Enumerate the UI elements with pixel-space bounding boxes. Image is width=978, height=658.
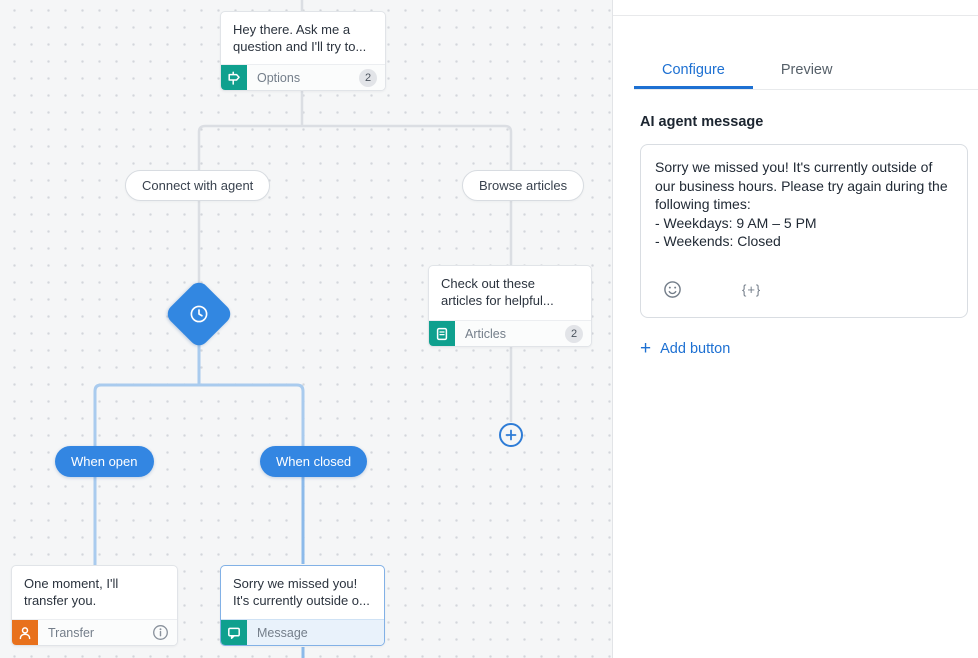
panel-divider bbox=[612, 0, 613, 658]
section-heading: AI agent message bbox=[640, 114, 764, 130]
add-node-button[interactable] bbox=[499, 423, 523, 447]
transfer-icon bbox=[12, 619, 38, 645]
branch-label: When open bbox=[71, 454, 138, 469]
count-badge: 2 bbox=[359, 68, 377, 87]
message-editor-toolbar: {+} bbox=[663, 280, 761, 299]
node-articles[interactable]: Check out these articles for helpful... … bbox=[428, 265, 592, 347]
panel-top-rule bbox=[613, 15, 978, 16]
branch-when-open[interactable]: When open bbox=[55, 446, 154, 477]
message-editor-text[interactable]: Sorry we missed you! It's currently outs… bbox=[655, 159, 948, 249]
add-button[interactable]: + Add button bbox=[640, 339, 730, 358]
node-type-label: Options bbox=[257, 70, 301, 85]
panel-tabs: Configure Preview bbox=[634, 55, 978, 90]
count-badge: 2 bbox=[565, 324, 583, 343]
branch-label: Browse articles bbox=[479, 178, 568, 193]
message-editor[interactable]: Sorry we missed you! It's currently outs… bbox=[640, 144, 968, 318]
add-button-label: Add button bbox=[660, 340, 731, 357]
plus-icon: + bbox=[640, 338, 652, 359]
tab-preview[interactable]: Preview bbox=[780, 62, 833, 78]
node-message-footer: Message bbox=[221, 619, 384, 645]
plus-icon bbox=[505, 429, 517, 441]
branch-label: Connect with agent bbox=[142, 178, 254, 193]
options-icon bbox=[221, 64, 247, 90]
office-hours-condition-node[interactable] bbox=[163, 278, 235, 350]
node-start[interactable]: Hey there. Ask me a question and I'll tr… bbox=[220, 11, 386, 91]
node-transfer-footer: Transfer bbox=[12, 619, 177, 645]
node-transfer[interactable]: One moment, I'll transfer you. Transfer bbox=[11, 565, 178, 646]
node-start-text: Hey there. Ask me a question and I'll tr… bbox=[233, 22, 367, 54]
branch-when-closed[interactable]: When closed bbox=[260, 446, 368, 477]
node-articles-text: Check out these articles for helpful... bbox=[441, 276, 554, 308]
node-type-label: Articles bbox=[465, 326, 506, 341]
branch-browse-articles[interactable]: Browse articles bbox=[462, 170, 585, 201]
node-message-text: Sorry we missed you! It's currently outs… bbox=[233, 576, 370, 608]
config-panel: Configure Preview AI agent message Sorry… bbox=[613, 0, 978, 658]
emoji-icon[interactable] bbox=[663, 280, 682, 299]
insert-variable-icon[interactable]: {+} bbox=[742, 282, 762, 297]
tab-configure[interactable]: Configure bbox=[634, 55, 753, 89]
node-type-label: Transfer bbox=[48, 625, 95, 640]
flow-connectors bbox=[93, 0, 513, 658]
branch-label: When closed bbox=[276, 454, 352, 469]
branch-connect-with-agent[interactable]: Connect with agent bbox=[125, 170, 271, 201]
node-articles-footer: Articles 2 bbox=[429, 320, 591, 346]
node-type-label: Message bbox=[257, 625, 308, 640]
message-icon bbox=[221, 619, 247, 645]
node-message-selected[interactable]: Sorry we missed you! It's currently outs… bbox=[220, 565, 385, 646]
info-icon[interactable] bbox=[152, 624, 169, 641]
node-transfer-text: One moment, I'll transfer you. bbox=[24, 576, 119, 608]
flow-canvas[interactable]: Hey there. Ask me a question and I'll tr… bbox=[0, 0, 612, 658]
clock-icon bbox=[190, 305, 208, 323]
node-start-footer: Options 2 bbox=[221, 64, 385, 90]
articles-icon bbox=[429, 320, 455, 346]
